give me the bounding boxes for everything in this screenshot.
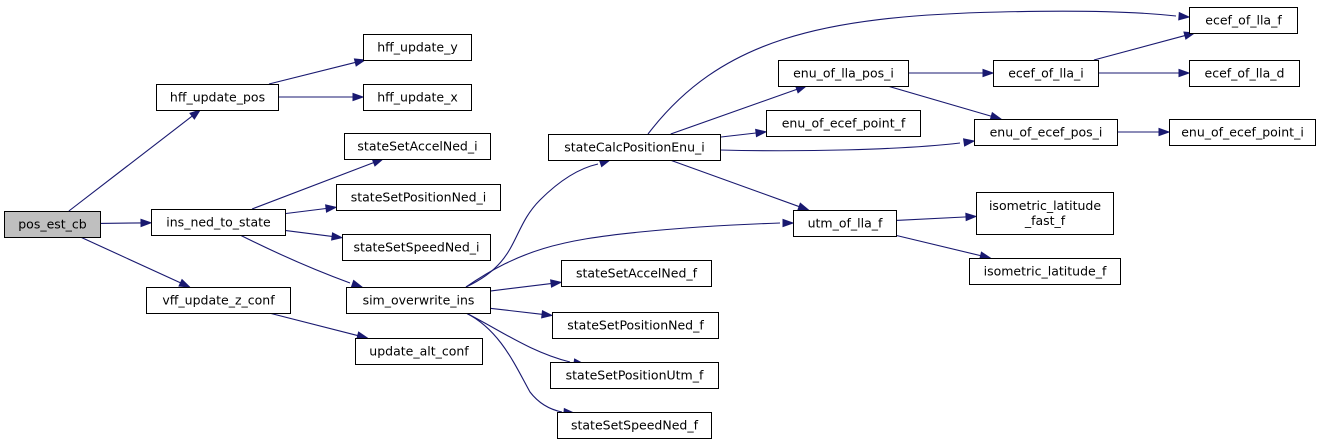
node-isometric-latitude-fast-f[interactable]: isometric_latitude_fast_f (976, 192, 1114, 235)
node-label: ecef_of_lla_f (1205, 13, 1282, 28)
edge-hff-update-pos-to-hff-update-x (278, 92, 365, 102)
edge-sim-overwrite-ins-to-utm-of-lla-f (465, 218, 795, 288)
edge-pos-est-cb-to-hff-update-pos (68, 109, 202, 212)
node-statesetpositionned-i[interactable]: stateSetPositionNed_i (336, 184, 501, 211)
edge-pos-est-cb-to-vff-update-z-conf (80, 236, 191, 288)
node-label: stateSetSpeedNed_f (571, 418, 699, 433)
node-label: ins_ned_to_state (166, 215, 271, 230)
node-ecef-of-lla-d[interactable]: ecef_of_lla_d (1189, 60, 1300, 87)
node-label: update_alt_conf (369, 344, 469, 359)
node-label: enu_of_lla_pos_i (793, 66, 894, 81)
node-ecef-of-lla-i[interactable]: ecef_of_lla_i (993, 60, 1099, 87)
edge-enu-of-lla-pos-i-to-ecef-of-lla-i (908, 68, 995, 78)
node-hff-update-x[interactable]: hff_update_x (363, 84, 472, 111)
node-label: vff_update_z_conf (162, 293, 275, 308)
edge-ins-ned-to-state-to-sim-overwrite-ins (239, 234, 364, 288)
node-enu-of-ecef-point-i[interactable]: enu_of_ecef_point_i (1169, 119, 1316, 146)
edge-pos-est-cb-to-ins-ned-to-state (99, 218, 153, 228)
node-label: stateSetPositionNed_f (567, 318, 704, 333)
edge-enu-of-ecef-pos-i-to-enu-of-ecef-point-i (1117, 127, 1171, 137)
node-enu-of-ecef-pos-i[interactable]: enu_of_ecef_pos_i (974, 119, 1118, 146)
edge-ins-ned-to-state-to-statesetpositionned-i (284, 204, 338, 215)
node-statecalcpositionenu-i[interactable]: stateCalcPositionEnu_i (548, 134, 721, 161)
node-statesetpositionned-f[interactable]: stateSetPositionNed_f (552, 312, 719, 339)
edge-statecalcpositionenu-i-to-enu-of-ecef-point-f (719, 128, 768, 138)
node-label: isometric_latitude_f (984, 264, 1107, 279)
node-pos-est-cb[interactable]: pos_est_cb (4, 211, 101, 238)
node-label: stateSetPositionUtm_f (566, 368, 704, 383)
node-layer: pos_est_cb hff_update_pos hff_update_y hff_… (4, 7, 1316, 439)
node-label: stateSetSpeedNed_i (353, 240, 479, 255)
node-sim-overwrite-ins[interactable]: sim_overwrite_ins (346, 287, 491, 314)
node-statesetspeedned-f[interactable]: stateSetSpeedNed_f (557, 412, 712, 439)
node-isometric-latitude-f[interactable]: isometric_latitude_f (969, 258, 1121, 285)
edge-sim-overwrite-ins-to-statesetaccelned-f (489, 279, 563, 292)
node-label: ecef_of_lla_d (1205, 66, 1285, 81)
node-label: enu_of_ecef_pos_i (990, 125, 1103, 140)
edge-ecef-of-lla-i-to-ecef-of-lla-d (1098, 68, 1191, 78)
node-vff-update-z-conf[interactable]: vff_update_z_conf (146, 287, 291, 314)
node-ecef-of-lla-f[interactable]: ecef_of_lla_f (1189, 7, 1298, 34)
node-label: _fast_f (1024, 213, 1066, 228)
node-utm-of-lla-f[interactable]: utm_of_lla_f (793, 210, 897, 237)
node-hff-update-pos[interactable]: hff_update_pos (156, 84, 279, 111)
node-label: hff_update_x (377, 90, 457, 105)
node-ins-ned-to-state[interactable]: ins_ned_to_state (151, 209, 286, 236)
node-label: stateSetAccelNed_f (576, 266, 698, 281)
node-label: ecef_of_lla_i (1008, 66, 1084, 81)
node-label: hff_update_y (377, 40, 458, 55)
node-label: stateSetPositionNed_i (351, 190, 487, 205)
node-label: pos_est_cb (18, 217, 87, 232)
node-label: stateSetAccelNed_i (357, 139, 477, 154)
node-enu-of-lla-pos-i[interactable]: enu_of_lla_pos_i (778, 60, 909, 87)
node-hff-update-y[interactable]: hff_update_y (363, 34, 472, 61)
edge-sim-overwrite-ins-to-statesetpositionned-f (489, 307, 554, 319)
edge-ecef-of-lla-i-to-ecef-of-lla-f (1093, 31, 1196, 61)
edge-layer (68, 10, 1196, 417)
node-statesetaccelned-f[interactable]: stateSetAccelNed_f (561, 260, 712, 287)
node-label: isometric_latitude (989, 198, 1101, 213)
node-label: stateCalcPositionEnu_i (564, 140, 705, 155)
node-label: sim_overwrite_ins (363, 293, 475, 308)
node-enu-of-ecef-point-f[interactable]: enu_of_ecef_point_f (766, 110, 921, 137)
edge-utm-of-lla-f-to-isometric-latitude-f (895, 234, 992, 260)
node-statesetpositionutm-f[interactable]: stateSetPositionUtm_f (550, 362, 719, 389)
edge-utm-of-lla-f-to-isometric-latitude-fast-f (895, 212, 978, 222)
node-statesetspeedned-i[interactable]: stateSetSpeedNed_i (342, 234, 491, 261)
edge-statecalcpositionenu-i-to-enu-of-ecef-pos-i (719, 138, 976, 152)
edge-hff-update-pos-to-hff-update-y (268, 58, 367, 85)
edge-ins-ned-to-state-to-statesetspeedned-i (284, 229, 344, 241)
node-update-alt-conf[interactable]: update_alt_conf (355, 338, 483, 365)
edge-statecalcpositionenu-i-to-utm-of-lla-f (669, 159, 810, 211)
node-label: enu_of_ecef_point_i (1181, 125, 1304, 140)
node-label: hff_update_pos (170, 90, 265, 105)
node-statesetaccelned-i[interactable]: stateSetAccelNed_i (344, 133, 491, 160)
edge-statecalcpositionenu-i-to-ecef-of-lla-f (647, 10, 1191, 135)
node-label: enu_of_ecef_point_f (782, 116, 906, 131)
edge-ins-ned-to-state-to-statesetaccelned-i (251, 158, 385, 210)
edge-vff-update-z-conf-to-update-alt-conf (268, 312, 369, 340)
node-label: utm_of_lla_f (808, 216, 883, 231)
